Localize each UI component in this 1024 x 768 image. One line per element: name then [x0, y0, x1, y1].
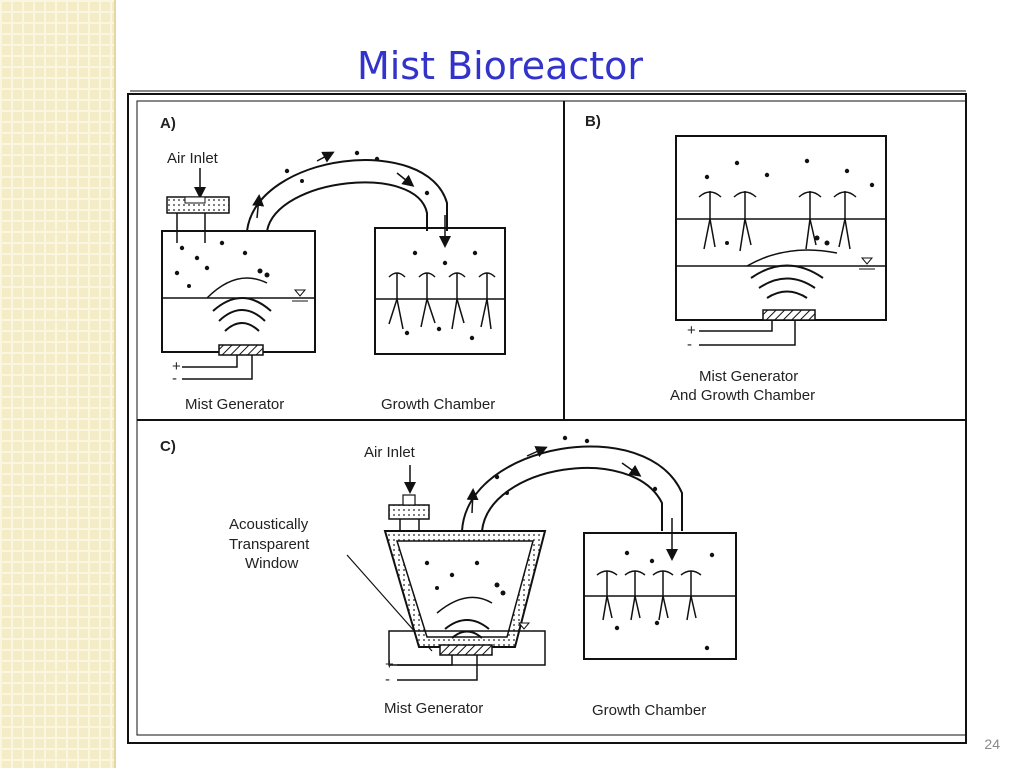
- panel-b-caption-line2: And Growth Chamber: [670, 387, 815, 404]
- panel-c-plus-sign: +: [385, 656, 394, 673]
- panel-b: B) + - Mist Generator And Growth Chamber: [585, 113, 887, 404]
- mist-generator-tank: [161, 230, 316, 353]
- decorative-side-strip: [0, 0, 114, 768]
- panel-a: A) Air Inlet + -: [160, 115, 506, 413]
- bioreactor-diagram: A) Air Inlet + -: [127, 93, 967, 744]
- slide-number: 24: [984, 736, 1000, 752]
- panel-c: C) Air Inlet Acoustically Transparent Wi…: [160, 435, 737, 719]
- bioreactor-figure: A) Air Inlet + -: [127, 93, 967, 744]
- panel-a-letter: A): [160, 115, 176, 132]
- slide-title: Mist Bioreactor: [356, 44, 644, 88]
- mist-tube-c: [461, 445, 683, 532]
- panel-c-window-label-line1: Acoustically: [229, 516, 309, 533]
- title-underline: [130, 90, 966, 92]
- transducer-a: [218, 344, 264, 356]
- panel-c-mist-generator-label: Mist Generator: [384, 700, 483, 717]
- panel-a-air-inlet-label: Air Inlet: [167, 150, 219, 167]
- panel-a-plus-sign: +: [172, 358, 181, 375]
- panel-a-growth-chamber-label: Growth Chamber: [381, 396, 495, 413]
- side-strip-edge: [114, 0, 116, 768]
- panel-b-plus-sign: +: [687, 322, 696, 339]
- panel-b-caption-line1: Mist Generator: [699, 368, 798, 385]
- transducer-c: [439, 644, 493, 656]
- panel-c-growth-chamber-label: Growth Chamber: [592, 702, 706, 719]
- air-inlet-filter-c: [388, 504, 430, 520]
- panel-a-mist-generator-label: Mist Generator: [185, 396, 284, 413]
- panel-b-letter: B): [585, 113, 601, 130]
- panel-b-minus-sign: -: [687, 336, 692, 353]
- panel-c-minus-sign: -: [385, 671, 390, 688]
- transducer-b: [762, 309, 816, 321]
- panel-c-window-label-line3: Window: [245, 555, 299, 572]
- growth-chamber-a: [374, 227, 506, 355]
- figure-frame: [127, 93, 967, 744]
- panel-c-letter: C): [160, 438, 176, 455]
- panel-c-air-inlet-label: Air Inlet: [364, 444, 416, 461]
- panel-a-minus-sign: -: [172, 370, 177, 387]
- panel-c-window-label-line2: Transparent: [229, 536, 310, 553]
